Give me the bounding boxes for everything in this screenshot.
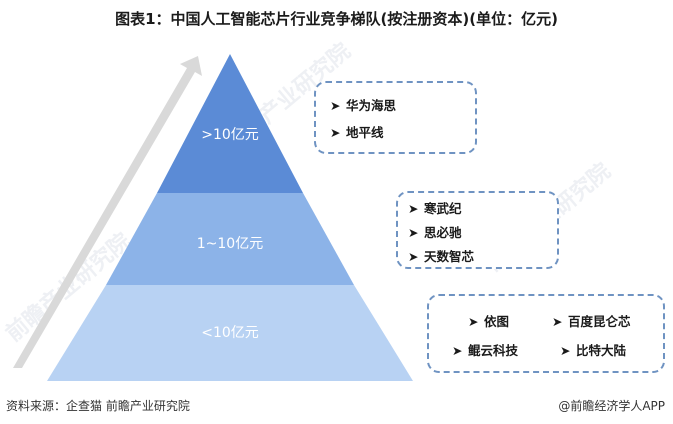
bullet-arrow-icon: ➤ — [552, 314, 563, 329]
source-note: 资料来源：企查猫 前瞻产业研究院 — [6, 399, 190, 413]
bullet-arrow-icon: ➤ — [408, 225, 419, 240]
bullet-arrow-icon: ➤ — [330, 125, 341, 140]
list-item: ➤思必驰 — [408, 225, 462, 240]
list-item: ➤依图 — [468, 314, 510, 329]
tier-middle-shape — [106, 193, 354, 285]
tier-top-shape — [157, 54, 303, 193]
brand-credit: @前瞻经济学人APP — [558, 399, 665, 413]
bullet-arrow-icon: ➤ — [452, 343, 463, 358]
group-box-top — [314, 81, 477, 154]
group-box-bottom — [427, 294, 665, 373]
list-item: ➤百度昆仑芯 — [552, 314, 631, 329]
tier-top-label: >10亿元 — [201, 127, 259, 143]
tier-bottom-label: <10亿元 — [201, 325, 259, 341]
page-title: 图表1：中国人工智能芯片行业竞争梯队(按注册资本)(单位：亿元) — [115, 10, 558, 28]
list-item: ➤华为海思 — [330, 98, 397, 113]
bullet-arrow-icon: ➤ — [408, 249, 419, 264]
tier-bottom-shape — [47, 285, 413, 381]
tier-middle-label: 1~10亿元 — [196, 236, 264, 252]
list-item: ➤地平线 — [330, 125, 384, 140]
bullet-arrow-icon: ➤ — [468, 314, 479, 329]
list-item: ➤鲲云科技 — [452, 343, 519, 358]
group-box-middle — [396, 191, 559, 269]
list-item: ➤寒武纪 — [408, 201, 462, 216]
growth-arrow — [13, 56, 202, 368]
list-item: ➤比特大陆 — [560, 343, 627, 358]
bullet-arrow-icon: ➤ — [560, 343, 571, 358]
bullet-arrow-icon: ➤ — [330, 98, 341, 113]
bullet-arrow-icon: ➤ — [408, 201, 419, 216]
list-item: ➤天数智芯 — [408, 249, 475, 264]
